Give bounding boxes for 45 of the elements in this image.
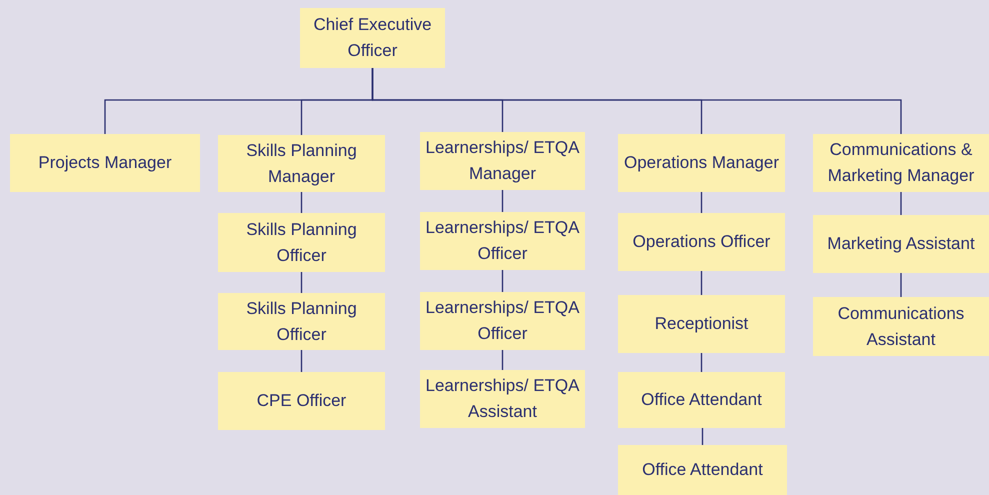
role-title: Receptionist — [654, 313, 748, 335]
connector-line — [502, 270, 504, 292]
org-box — [813, 297, 989, 356]
connector-line — [702, 428, 704, 445]
role-title: Operations Officer — [632, 231, 770, 253]
org-box — [618, 295, 785, 353]
org-box — [618, 445, 787, 495]
role-title: Learnerships/ ETQA Officer — [424, 217, 580, 265]
org-box — [218, 293, 385, 350]
role-title: Skills Planning Officer — [245, 218, 358, 266]
role-title: CPE Officer — [256, 390, 346, 412]
role-title: Chief Executive Officer — [312, 14, 433, 62]
role-title: Office Attendant — [642, 459, 763, 481]
role-title: Communications Assistant — [836, 302, 966, 350]
role-title: Communications & Marketing Manager — [826, 139, 976, 187]
connector-line — [700, 353, 702, 372]
connector-line — [300, 350, 302, 372]
role-title: Learnerships/ ETQA Officer — [424, 297, 580, 345]
role-title: Skills Planning Manager — [245, 140, 358, 188]
connector-line — [700, 192, 702, 213]
role-title: Office Attendant — [641, 389, 762, 411]
connector-line — [900, 192, 902, 215]
connector-line — [502, 350, 504, 370]
connector-line — [502, 190, 504, 212]
connector-line — [700, 271, 702, 295]
org-box — [813, 215, 989, 273]
role-title: Learnerships/ ETQA Manager — [424, 137, 580, 185]
org-box — [10, 134, 200, 192]
connector-line — [300, 192, 302, 213]
org-box — [218, 372, 385, 430]
org-box — [618, 134, 785, 192]
connector-line — [300, 272, 302, 293]
org-box — [300, 8, 445, 68]
org-box — [218, 213, 385, 272]
role-title: Operations Manager — [624, 152, 779, 174]
connector-line — [900, 273, 902, 297]
role-title: Skills Planning Officer — [245, 298, 358, 346]
role-title: Projects Manager — [38, 152, 172, 174]
org-box — [218, 135, 385, 192]
role-title: Marketing Assistant — [827, 233, 975, 255]
org-box — [618, 372, 785, 428]
org-box — [813, 134, 989, 192]
connector-line — [372, 68, 902, 134]
org-box — [618, 213, 785, 271]
role-title: Learnerships/ ETQA Assistant — [424, 375, 580, 423]
